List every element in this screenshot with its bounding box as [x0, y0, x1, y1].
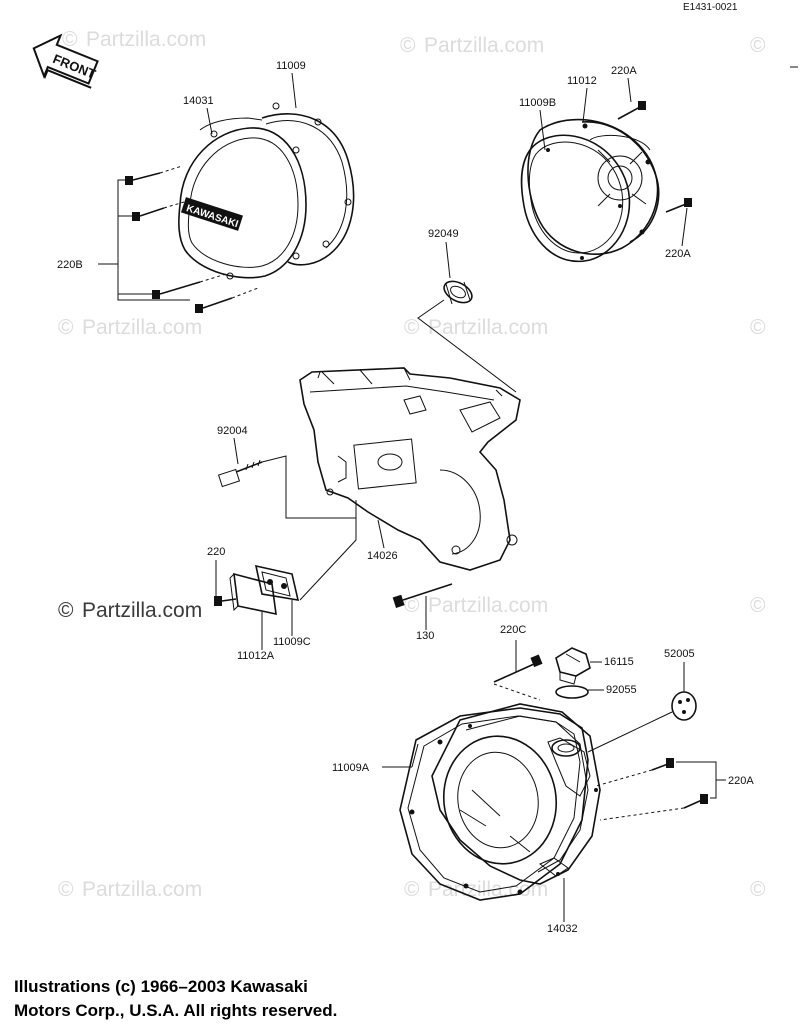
part-label: 11009 [276, 60, 306, 72]
lower-cover [431, 703, 601, 885]
part-label: 11009C [273, 636, 311, 648]
small-gasket [254, 564, 300, 601]
watermark: © [750, 34, 766, 57]
watermark: © [750, 594, 766, 617]
part-label: 92055 [606, 684, 637, 696]
part-label: 14031 [183, 95, 214, 107]
chain-cover-upper [527, 118, 660, 255]
bolt-icon [152, 273, 227, 299]
watermark: Partzilla.com [424, 34, 544, 57]
watermark: © [750, 878, 766, 901]
part-label: 220A [665, 248, 691, 260]
part-label: 220B [57, 259, 83, 271]
bolts-220B [98, 165, 259, 313]
watermark: © [750, 316, 766, 339]
bolt-icon [683, 794, 708, 809]
rubber-plug [671, 691, 697, 721]
watermark-layer: © Partzilla.com © Partzilla.com © © Part… [58, 28, 766, 901]
watermark: Partzilla.com [86, 28, 206, 51]
part-label: 52005 [664, 648, 695, 660]
document-id: E1431-0021 [683, 2, 738, 13]
bolt-icon [392, 583, 453, 608]
watermark: Partzilla.com [428, 316, 548, 339]
watermark: © [404, 316, 420, 339]
copyright-line: Motors Corp., U.S.A. All rights reserved… [14, 1001, 338, 1020]
part-label: 220C [500, 624, 526, 636]
watermark: Partzilla.com [428, 594, 548, 617]
watermark: Partzilla.com [82, 316, 202, 339]
bolt-icon [195, 287, 259, 313]
bolt-icon [214, 596, 237, 606]
part-label: 14026 [367, 550, 398, 562]
watermark: © [58, 316, 74, 339]
watermark: © [62, 28, 78, 51]
copyright-notice: Illustrations (c) 1966–2003 Kawasaki Mot… [14, 975, 574, 1023]
generator-cover: KAWASAKI [178, 117, 307, 280]
bolt-icon [617, 101, 646, 120]
filler-cap [555, 647, 591, 685]
part-label: 130 [416, 630, 434, 642]
bolt-icon [665, 198, 692, 213]
copyright-line: Illustrations (c) 1966–2003 Kawasaki [14, 977, 308, 996]
stud-bolt [217, 459, 263, 488]
bolt-icon [132, 201, 185, 221]
part-label: 11012 [567, 75, 597, 87]
part-label: 220 [207, 546, 225, 558]
part-label: 16115 [604, 656, 634, 668]
small-plate [229, 572, 277, 616]
front-arrow-icon: FRONT [32, 33, 99, 89]
oil-seal [443, 280, 473, 305]
watermark: Partzilla.com [82, 599, 202, 622]
watermark: © [404, 594, 420, 617]
part-label: 92049 [428, 228, 459, 240]
part-label: 11009B [519, 97, 556, 109]
generator-cover-gasket [261, 102, 355, 266]
part-label: 220A [611, 65, 637, 77]
watermark: © [58, 878, 74, 901]
watermark: Partzilla.com [82, 878, 202, 901]
part-label: 11009A [332, 762, 370, 774]
bolt-icon [651, 758, 674, 771]
watermark: © [58, 599, 74, 622]
bolt-icon [493, 654, 543, 683]
o-ring [555, 685, 589, 699]
watermark: © [404, 878, 420, 901]
bolt-icon [125, 165, 183, 185]
part-label: 11012A [237, 650, 275, 662]
chain-cover-gasket-upper [520, 134, 631, 263]
engine-cover-main [299, 367, 521, 571]
part-label: 92004 [217, 425, 248, 437]
part-label: 14032 [547, 923, 578, 935]
part-label: 220A [728, 775, 754, 787]
watermark: © [400, 34, 416, 57]
